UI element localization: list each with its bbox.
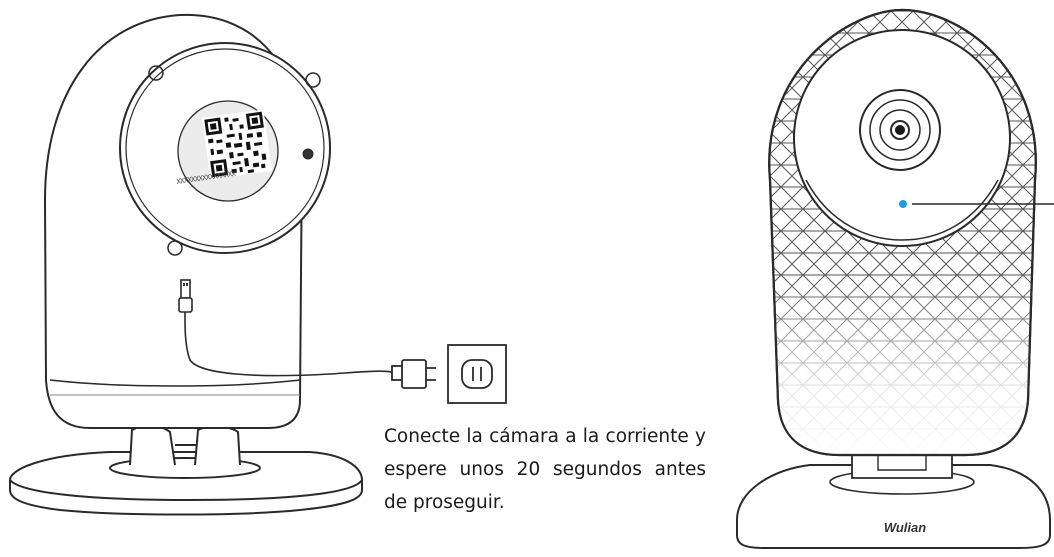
brand-logo-text: Wulian	[883, 520, 927, 535]
camera-front-view	[736, 8, 1054, 549]
camera-back-view	[9, 13, 363, 516]
usb-cable	[178, 279, 393, 377]
wall-outlet-icon	[447, 344, 507, 404]
qr-code-icon	[202, 109, 273, 180]
instruction-text: Conecte la cámara a la corriente y esper…	[384, 426, 706, 513]
usb-power-adapter-icon	[391, 359, 436, 389]
status-led-icon	[899, 200, 907, 208]
